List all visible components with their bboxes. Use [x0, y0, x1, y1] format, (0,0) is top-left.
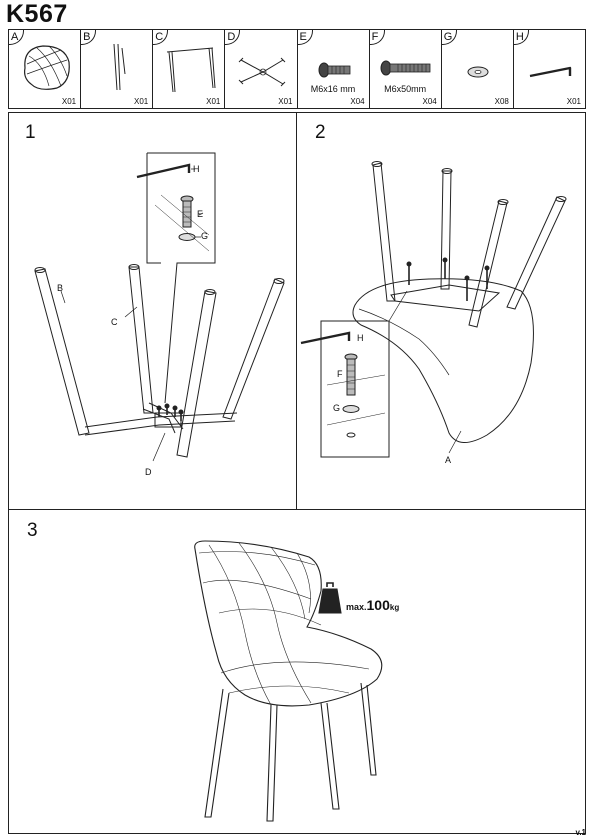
cross-bracket-icon [239, 57, 286, 87]
label-g-step1: G [201, 231, 209, 241]
part-qty: X01 [278, 97, 293, 106]
part-letter: E [299, 31, 307, 43]
divider-horizontal [9, 509, 585, 510]
part-qty: X08 [494, 97, 509, 106]
part-cell-h: H X01 [513, 30, 585, 108]
step-1-number: 1 [25, 122, 36, 143]
step-2-number: 2 [315, 122, 326, 143]
max-load-value: 100 [366, 597, 390, 613]
part-qty: X01 [61, 97, 77, 106]
part-letter: F [371, 31, 379, 43]
part-letter: H [515, 31, 524, 43]
version-label: v.1 [575, 828, 586, 837]
part-cell-b: B X01 [81, 30, 154, 108]
label-a: A [445, 455, 452, 465]
label-e: E [197, 209, 204, 219]
allen-key-icon [529, 66, 572, 78]
step-1-illustration [34, 152, 285, 462]
parts-list: A X01 B X01 C X01 D X01 E [8, 29, 586, 109]
part-letter: A [11, 31, 19, 43]
part-cell-d: D X01 [225, 30, 298, 108]
label-h-step2: H [357, 333, 364, 343]
label-b: B [57, 283, 64, 293]
part-qty: X01 [206, 97, 221, 106]
step-2-illustration [300, 161, 567, 458]
max-load-unit: kg [389, 603, 400, 612]
label-g-step2: G [333, 403, 341, 413]
part-letter: C [155, 31, 164, 43]
part-qty: X04 [350, 97, 365, 106]
chair-seat-icon [24, 45, 70, 90]
part-qty: X01 [566, 97, 581, 106]
step-3-number: 3 [27, 520, 38, 541]
label-h-step1: H [193, 164, 200, 174]
part-letter: B [83, 31, 91, 43]
assembly-steps: 1 2 3 [8, 112, 586, 834]
washer-icon [467, 66, 489, 78]
part-cell-f: F M6x50mm X04 [369, 30, 442, 108]
chair-leg-pair-icon [113, 43, 126, 91]
max-load-label: max.100kg [346, 597, 399, 613]
part-size: M6x50mm [384, 84, 427, 94]
part-qty: X04 [422, 97, 437, 106]
divider-vertical [296, 113, 297, 509]
part-cell-e: E M6x16 mm X04 [297, 30, 370, 108]
part-letter: D [227, 31, 236, 43]
assembly-illustration [34, 152, 567, 822]
part-letter: G [443, 31, 453, 43]
page-title: K567 [6, 0, 68, 28]
label-c: C [111, 317, 118, 327]
part-cell-a: A X01 [9, 30, 82, 108]
part-cell-c: C X01 [153, 30, 226, 108]
long-bolt-icon [380, 60, 431, 76]
label-d: D [145, 467, 152, 477]
chair-leg-frame-icon [167, 47, 216, 93]
short-bolt-icon [318, 62, 350, 78]
max-load-prefix: max. [346, 602, 367, 612]
part-size: M6x16 mm [310, 84, 356, 94]
part-qty: X01 [134, 97, 149, 106]
step-3-illustration [194, 540, 383, 822]
part-cell-g: G X08 [441, 30, 514, 108]
label-f: F [337, 369, 343, 379]
